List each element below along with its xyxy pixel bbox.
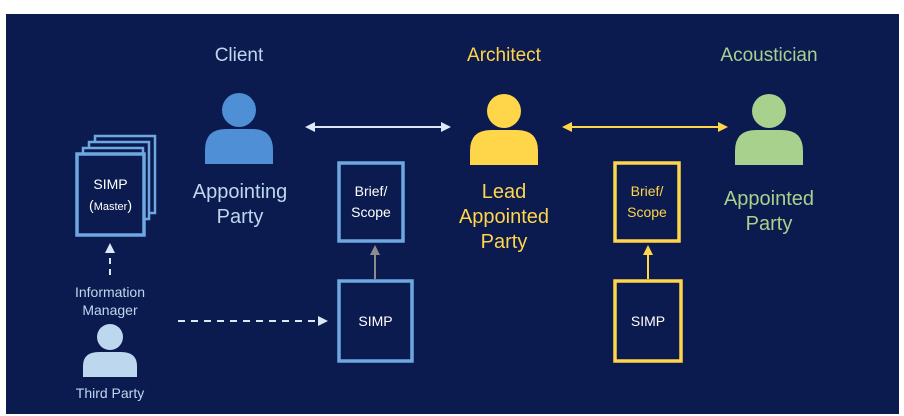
architect-role-label: Architect [467,45,541,66]
acoustician-brief-box [613,161,681,243]
architect-party-label: Lead Appointed Party [458,181,550,253]
master-simp-label: SIMP (Master) [89,176,132,213]
acoustician-simp-to-brief-arrow [643,245,653,279]
client-simp-box [337,279,414,363]
information-manager-label: Information Manager [74,284,146,318]
third-party-person-icon [83,324,137,377]
third-party-to-client-simp-arrow [178,316,328,326]
client-person-icon [205,93,273,164]
master-simp-stack [75,134,157,237]
architect-person-icon [470,94,538,165]
client-simp-label: SIMP [358,313,393,329]
client-architect-arrow [305,122,451,132]
client-brief-label: Brief/ Scope [351,183,391,220]
client-role-label: Client [214,45,264,66]
info-manager-to-master-arrow [105,243,115,275]
acoustician-party-label: Appointed Party [723,188,815,235]
acoustician-brief-label: Brief/ Scope [627,183,667,220]
acoustician-simp-label: SIMP [630,313,666,329]
acoustician-person-icon [735,94,803,165]
client-simp-to-brief-arrow [370,245,380,279]
client-brief-box [337,161,405,243]
client-party-label: Appointing Party [192,181,288,228]
architect-acoustician-arrow [562,122,728,132]
acoustician-simp-box [613,279,683,363]
acoustician-role-label: Acoustician [720,45,818,66]
third-party-label: Third Party [75,385,145,401]
